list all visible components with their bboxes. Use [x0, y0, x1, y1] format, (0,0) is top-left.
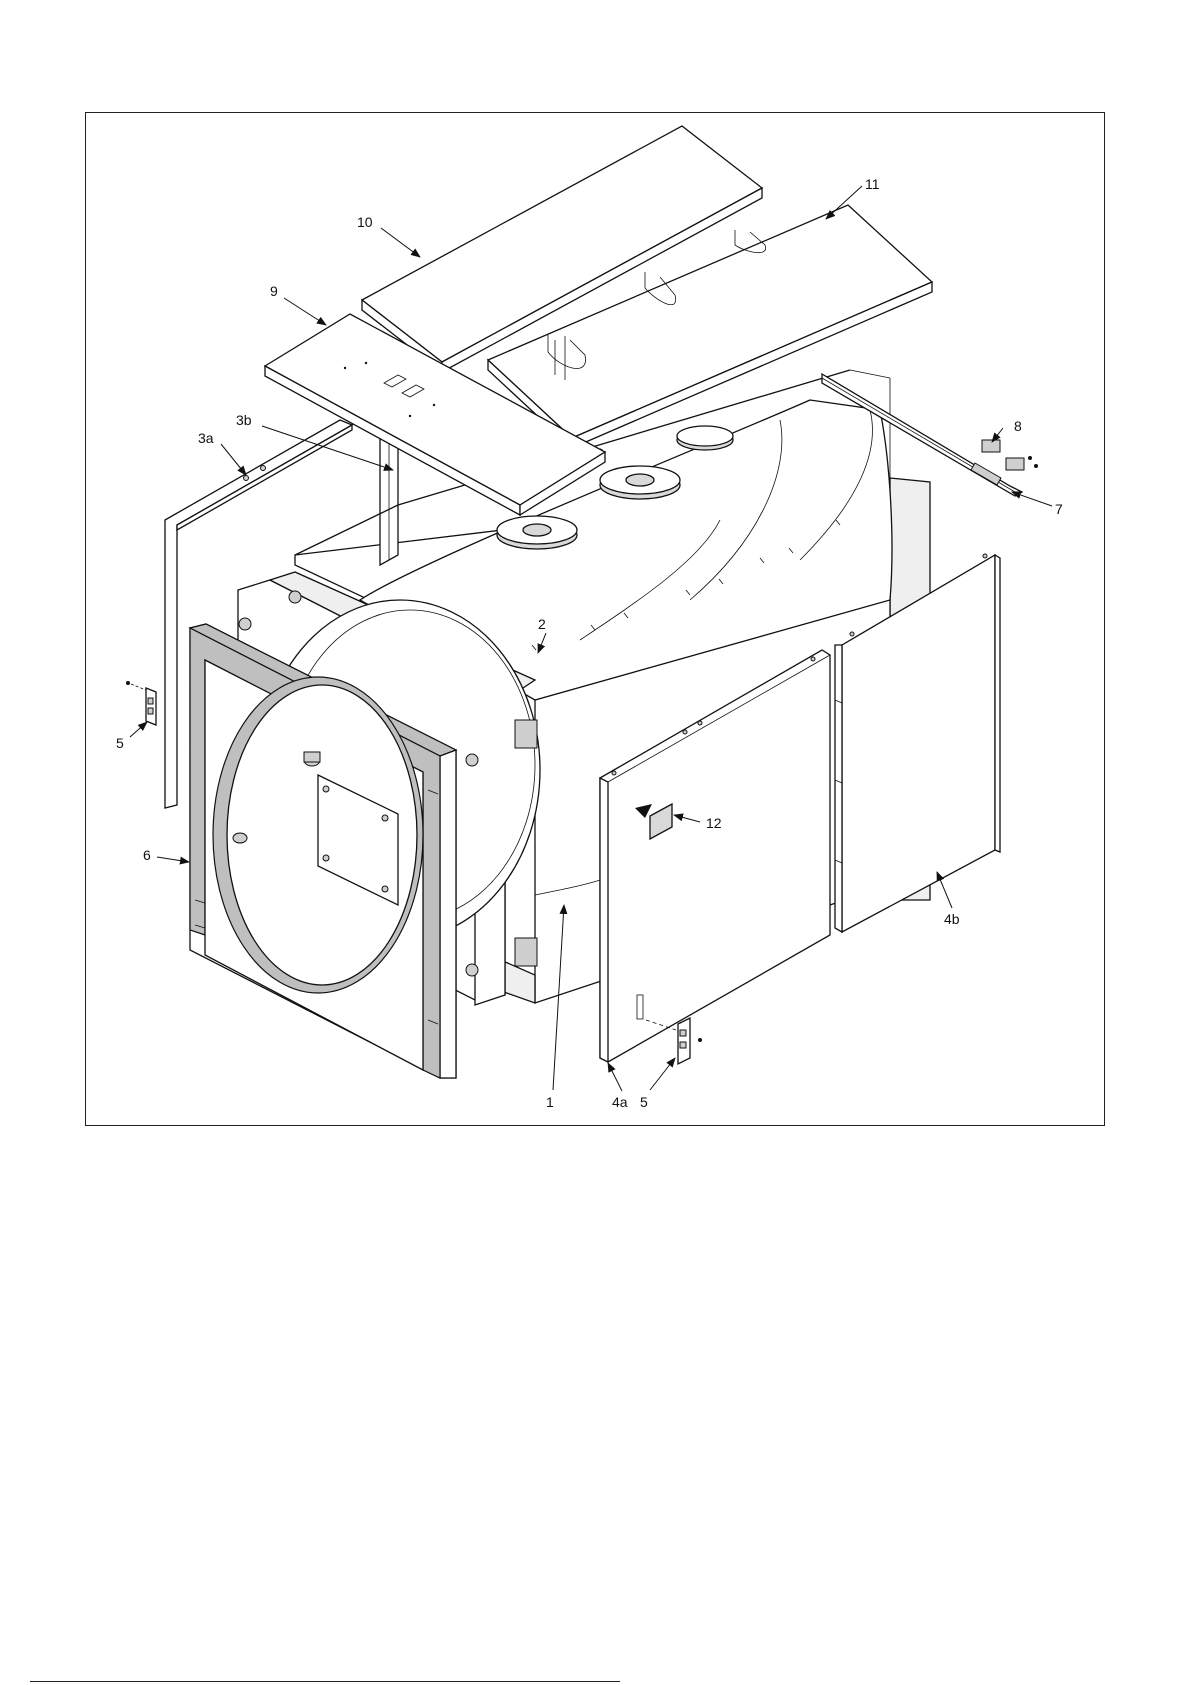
callout-11: 11 — [865, 176, 880, 192]
mounting-clips — [982, 440, 1038, 470]
callout-9: 9 — [270, 283, 278, 299]
callout-10: 10 — [357, 214, 373, 230]
callout-7: 7 — [1055, 501, 1063, 517]
callout-1: 1 — [546, 1094, 554, 1110]
callout-4a: 4a — [612, 1094, 628, 1110]
callout-4b: 4b — [944, 911, 960, 927]
callout-5-right: 5 — [640, 1094, 648, 1110]
callout-5-left: 5 — [116, 735, 124, 751]
left-hinge — [126, 681, 156, 725]
callout-2: 2 — [538, 616, 546, 632]
callout-3b: 3b — [236, 412, 252, 428]
right-hinge — [678, 1018, 702, 1064]
callout-12: 12 — [706, 815, 722, 831]
callout-3a: 3a — [198, 430, 214, 446]
callout-6: 6 — [143, 847, 151, 863]
footer-rule — [30, 1681, 620, 1682]
callout-8: 8 — [1014, 418, 1022, 434]
